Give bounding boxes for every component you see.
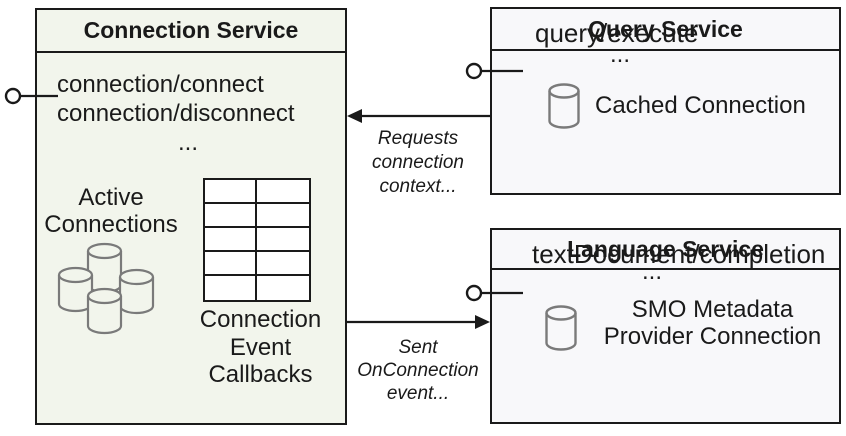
active-connections-label: Active Connections (37, 184, 185, 238)
active-connections-line1: Active (78, 184, 144, 211)
sent-line1: Sent (398, 337, 438, 358)
callback-table-cell (205, 204, 257, 228)
language-methods-ellipsis: ... (641, 258, 662, 285)
requests-line1: Requests (377, 128, 459, 149)
sent-line2: OnConnection (357, 360, 479, 381)
query-service-box: Query Service query/execute ... Cached C… (490, 7, 841, 195)
connection-service-box: Connection Service connection/connect co… (35, 8, 347, 425)
connection-service-title: Connection Service (37, 10, 345, 53)
query-methods-ellipsis: ... (609, 41, 630, 68)
cached-connection-label: Cached Connection (595, 92, 806, 119)
callback-table-cell (205, 276, 257, 300)
callbacks-line3: Callbacks (208, 361, 313, 388)
method-connection-disconnect: connection/disconnect (57, 100, 295, 127)
callbacks-line2: Event (229, 333, 292, 361)
requests-connection-context-label: Requests connection context... (347, 127, 489, 199)
callback-table-cell (205, 252, 257, 276)
callback-table-cell (257, 180, 309, 204)
connection-event-callbacks-label: Connection Event Callbacks (183, 306, 338, 389)
arrow-left-icon (347, 109, 490, 123)
requests-line3: context... (379, 176, 457, 197)
method-query-execute: query/execute (535, 18, 699, 48)
callback-table-cell (257, 204, 309, 228)
provider-line1: SMO Metadata (631, 296, 794, 323)
database-cylinder-icon (545, 305, 577, 351)
method-textdocument-completion: textDocument/completion (532, 239, 826, 269)
method-connection-connect: connection/connect (57, 71, 264, 98)
callbacks-line1: Connection (199, 306, 322, 333)
sent-line3: event... (386, 383, 450, 404)
arrow-right-icon (347, 315, 490, 329)
sent-onconnection-event-label: Sent OnConnection event... (347, 336, 489, 405)
smo-metadata-provider-label: SMO Metadata Provider Connection (590, 296, 835, 350)
language-service-title: Language Service (492, 230, 839, 270)
callback-table (203, 178, 311, 302)
requests-line2: connection (372, 152, 464, 173)
query-service-title: Query Service (492, 9, 839, 51)
callback-table-cell (205, 180, 257, 204)
provider-line2: Provider Connection (603, 323, 822, 350)
callback-table-cell (205, 228, 257, 252)
connection-methods-ellipsis: ... (177, 129, 198, 156)
callback-table-cell (257, 252, 309, 276)
database-cylinder-icon (548, 83, 580, 129)
callback-table-cell (257, 276, 309, 300)
connection-methods: connection/connect connection/disconnect… (57, 70, 319, 157)
language-service-box: Language Service textDocument/completion… (490, 228, 841, 424)
callback-table-cell (257, 228, 309, 252)
active-connections-line2: Connections (44, 211, 178, 238)
database-cylinder-cluster-icon (57, 242, 155, 335)
